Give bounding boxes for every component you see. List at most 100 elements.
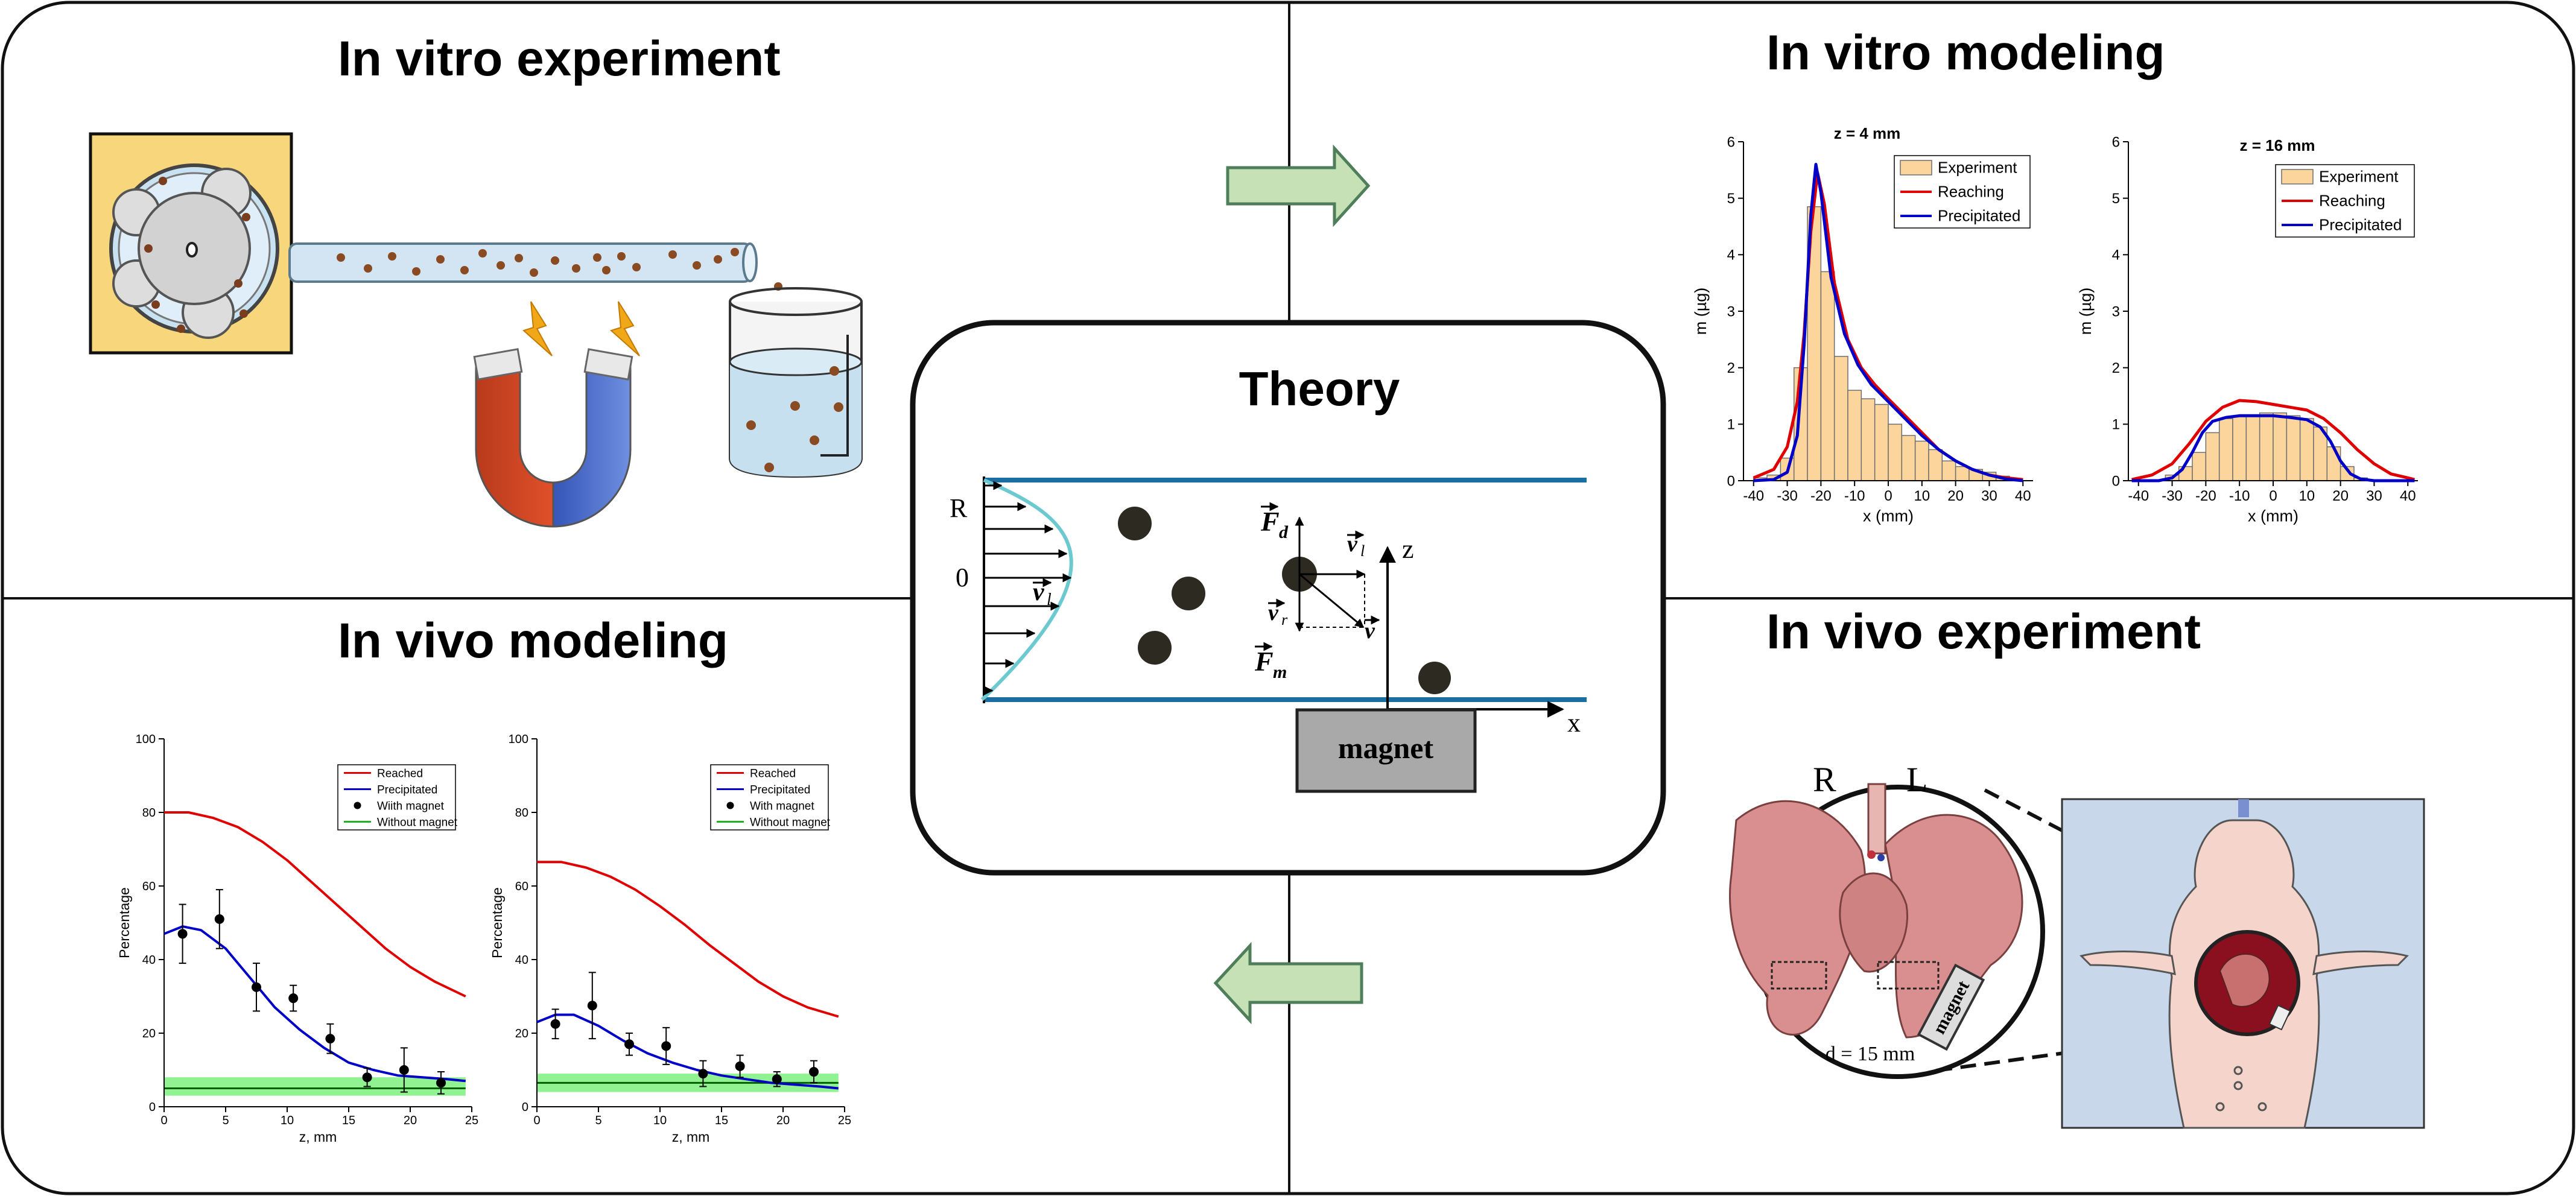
x-tick-label: 0 (160, 1114, 167, 1127)
histogram-bar (1928, 449, 1943, 481)
data-point (698, 1069, 708, 1079)
data-point (214, 914, 224, 924)
legend-label: Experiment (1938, 158, 2017, 176)
x-tick-label: 20 (1947, 488, 1964, 504)
x-tick-label: 10 (653, 1114, 667, 1127)
x-tick-label: 10 (281, 1114, 294, 1127)
tube-with-particles (288, 242, 782, 291)
histogram-bar (1820, 271, 1835, 481)
histogram-bar (1888, 423, 1903, 481)
chart-title: z = 4 mm (1834, 124, 1901, 142)
horseshoe-magnet (473, 301, 640, 528)
legend-label: Reached (750, 768, 796, 780)
series-line-reaching (2131, 399, 2416, 481)
data-point (661, 1041, 671, 1051)
histogram-bar (2218, 418, 2233, 481)
histogram-bar (1955, 466, 1970, 481)
arrow-left (1213, 941, 1363, 1025)
lung-distance-label: d = 15 mm (1826, 1043, 1915, 1065)
y-tick-label: 60 (515, 880, 528, 893)
y-tick-label: 6 (2112, 134, 2120, 150)
y-tick-label: 0 (149, 1101, 156, 1114)
beaker (729, 287, 863, 478)
x-tick-label: -40 (2128, 488, 2149, 504)
legend-label: Reaching (2319, 191, 2385, 209)
data-point (288, 993, 299, 1004)
pump-illustration (89, 132, 293, 355)
svg-text:F: F (1254, 646, 1274, 677)
histogram-bar (2326, 446, 2341, 481)
theory-magnet-label: magnet (1338, 731, 1434, 765)
legend-label: Precipitated (1938, 206, 2020, 224)
series-line-precipitated (1753, 163, 2023, 483)
histogram-bar (1874, 403, 1889, 481)
series-line-precipitated (163, 925, 466, 1083)
vl-label-left: v l (1033, 578, 1052, 609)
without-magnet-band (164, 1077, 466, 1096)
histogram-bar (2273, 412, 2288, 481)
label-R: R (950, 493, 968, 523)
lung-illustration: magnet R L d = 15 mm (1729, 760, 2045, 1079)
x-axis-label: z, mm (672, 1129, 710, 1145)
label-z: z (1402, 534, 1414, 564)
heading-in-vitro-modeling: In vitro modeling (1766, 25, 2165, 80)
histogram-bar (2299, 418, 2314, 481)
histogram-bar (1833, 356, 1848, 481)
legend-label: Experiment (2319, 167, 2399, 185)
histogram-bar (2259, 412, 2274, 481)
x-tick-label: -30 (2162, 488, 2183, 504)
y-tick-label: 20 (142, 1027, 156, 1040)
histogram-bar (1861, 398, 1876, 481)
x-tick-label: 25 (838, 1114, 851, 1127)
x-tick-label: 40 (2015, 488, 2031, 504)
x-tick-label: -20 (2195, 488, 2216, 504)
y-tick-label: 100 (509, 733, 528, 746)
x-tick-label: 10 (2298, 488, 2315, 504)
x-tick-label: -10 (2229, 488, 2250, 504)
legend-swatch (726, 802, 734, 809)
y-axis-label: m (µg) (1692, 288, 1710, 335)
y-axis-label: Percentage (489, 887, 505, 958)
y-tick-label: 5 (2112, 191, 2120, 207)
heading-in-vivo-modeling: In vivo modeling (338, 613, 728, 668)
particles (1118, 507, 1451, 694)
y-tick-label: 2 (1727, 360, 1735, 376)
force-diagram: F d F m v l v r v (1254, 502, 1380, 682)
legend-label: With magnet (750, 800, 814, 813)
svg-text:l: l (1047, 590, 1052, 609)
y-tick-label: 40 (515, 954, 528, 967)
histogram-bar (2245, 415, 2260, 481)
legend-label: Wiith magnet (377, 800, 445, 813)
x-tick-label: -20 (1810, 488, 1832, 504)
legend-box (337, 764, 456, 831)
data-point (325, 1034, 335, 1044)
data-point (772, 1074, 782, 1084)
histogram-bar (1847, 390, 1862, 481)
legend-label: Precipitated (2319, 215, 2402, 233)
histogram-bar (2192, 452, 2207, 481)
y-tick-label: 20 (515, 1027, 528, 1040)
x-tick-label: 25 (465, 1114, 478, 1127)
data-point (587, 1001, 597, 1011)
theory-title: Theory (1239, 362, 1400, 416)
x-tick-label: 0 (533, 1114, 540, 1127)
label-x: x (1567, 708, 1581, 738)
y-tick-label: 80 (142, 806, 156, 820)
x-tick-label: 0 (2269, 488, 2277, 504)
x-tick-label: 40 (2400, 488, 2416, 504)
svg-text:l: l (1360, 542, 1365, 560)
data-point (550, 1019, 560, 1029)
series-line-reached (164, 811, 466, 998)
x-tick-label: 20 (2332, 488, 2349, 504)
x-tick-label: 20 (404, 1114, 417, 1127)
histogram-bar (1901, 435, 1916, 481)
y-tick-label: 4 (1727, 247, 1735, 264)
y-tick-label: 5 (1727, 191, 1735, 207)
histogram-bar (2286, 415, 2301, 481)
data-point (436, 1078, 446, 1088)
x-axis-label: x (mm) (1863, 507, 1914, 525)
y-tick-label: 0 (522, 1101, 528, 1114)
legend-swatch (1900, 160, 1932, 176)
